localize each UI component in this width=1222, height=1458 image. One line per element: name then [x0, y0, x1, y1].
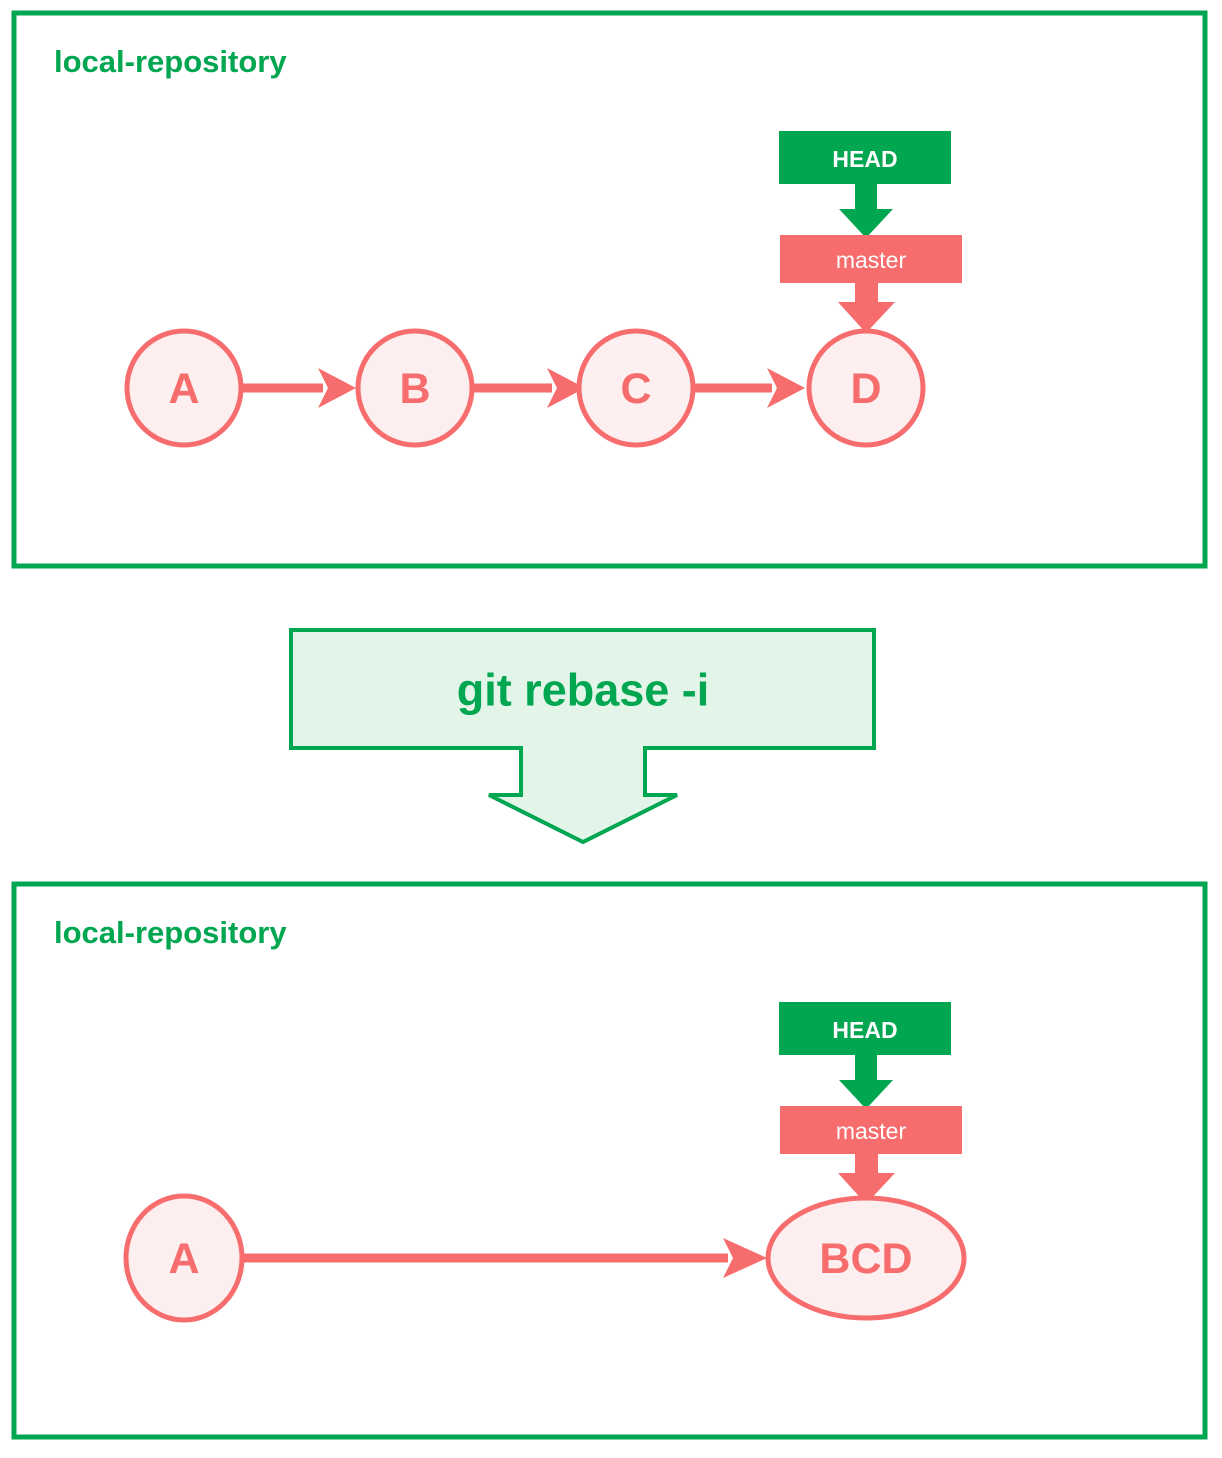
after-head-box [779, 1002, 951, 1055]
after-head-to-branch-arrow [839, 1055, 893, 1109]
operation-block: git rebase -i [289, 628, 876, 845]
after-branch-label: master [836, 1118, 907, 1144]
operation-label: git rebase -i [457, 665, 710, 716]
before-frame-border [11, 10, 1208, 569]
before-commit-node-c: C [576, 328, 696, 448]
before-branch-to-commit-arrow [838, 283, 895, 333]
after-commit-node-bcd: BCD [765, 1195, 967, 1321]
after-repository-panel: local-repository HEAD master A BCD [11, 881, 1208, 1440]
before-head-box [779, 131, 951, 184]
before-frame-title: local-repository [54, 44, 287, 79]
after-head-label: HEAD [832, 1017, 897, 1043]
before-head-label: HEAD [832, 146, 897, 172]
before-commit-node-b: B [355, 328, 475, 448]
before-repository-panel: local-repository HEAD master A [11, 10, 1208, 569]
before-edge-a-b [243, 368, 356, 408]
before-branch-label: master [836, 247, 907, 273]
operation-arrow-seam [523, 744, 643, 751]
before-branch-box [780, 235, 962, 283]
before-commit-node-d: D [806, 328, 926, 448]
before-commit-label-b: B [399, 365, 430, 413]
before-commit-label-d: D [850, 365, 881, 413]
before-edge-c-d [694, 368, 805, 408]
before-commit-label-a: A [168, 365, 199, 413]
after-frame-title: local-repository [54, 915, 287, 950]
before-commit-label-c: C [620, 365, 651, 413]
before-edge-b-c [473, 368, 585, 408]
after-commit-node-a: A [123, 1193, 245, 1323]
after-branch-to-commit-arrow [838, 1154, 895, 1204]
operation-down-arrow-icon [488, 746, 678, 845]
after-frame-border [11, 881, 1208, 1440]
after-edge-a-bcd [243, 1238, 767, 1278]
before-head-to-branch-arrow [839, 184, 893, 238]
after-commit-label-a: A [168, 1235, 199, 1283]
before-commit-node-a: A [124, 328, 244, 448]
after-commit-label-bcd: BCD [819, 1235, 912, 1283]
after-branch-box [780, 1106, 962, 1154]
